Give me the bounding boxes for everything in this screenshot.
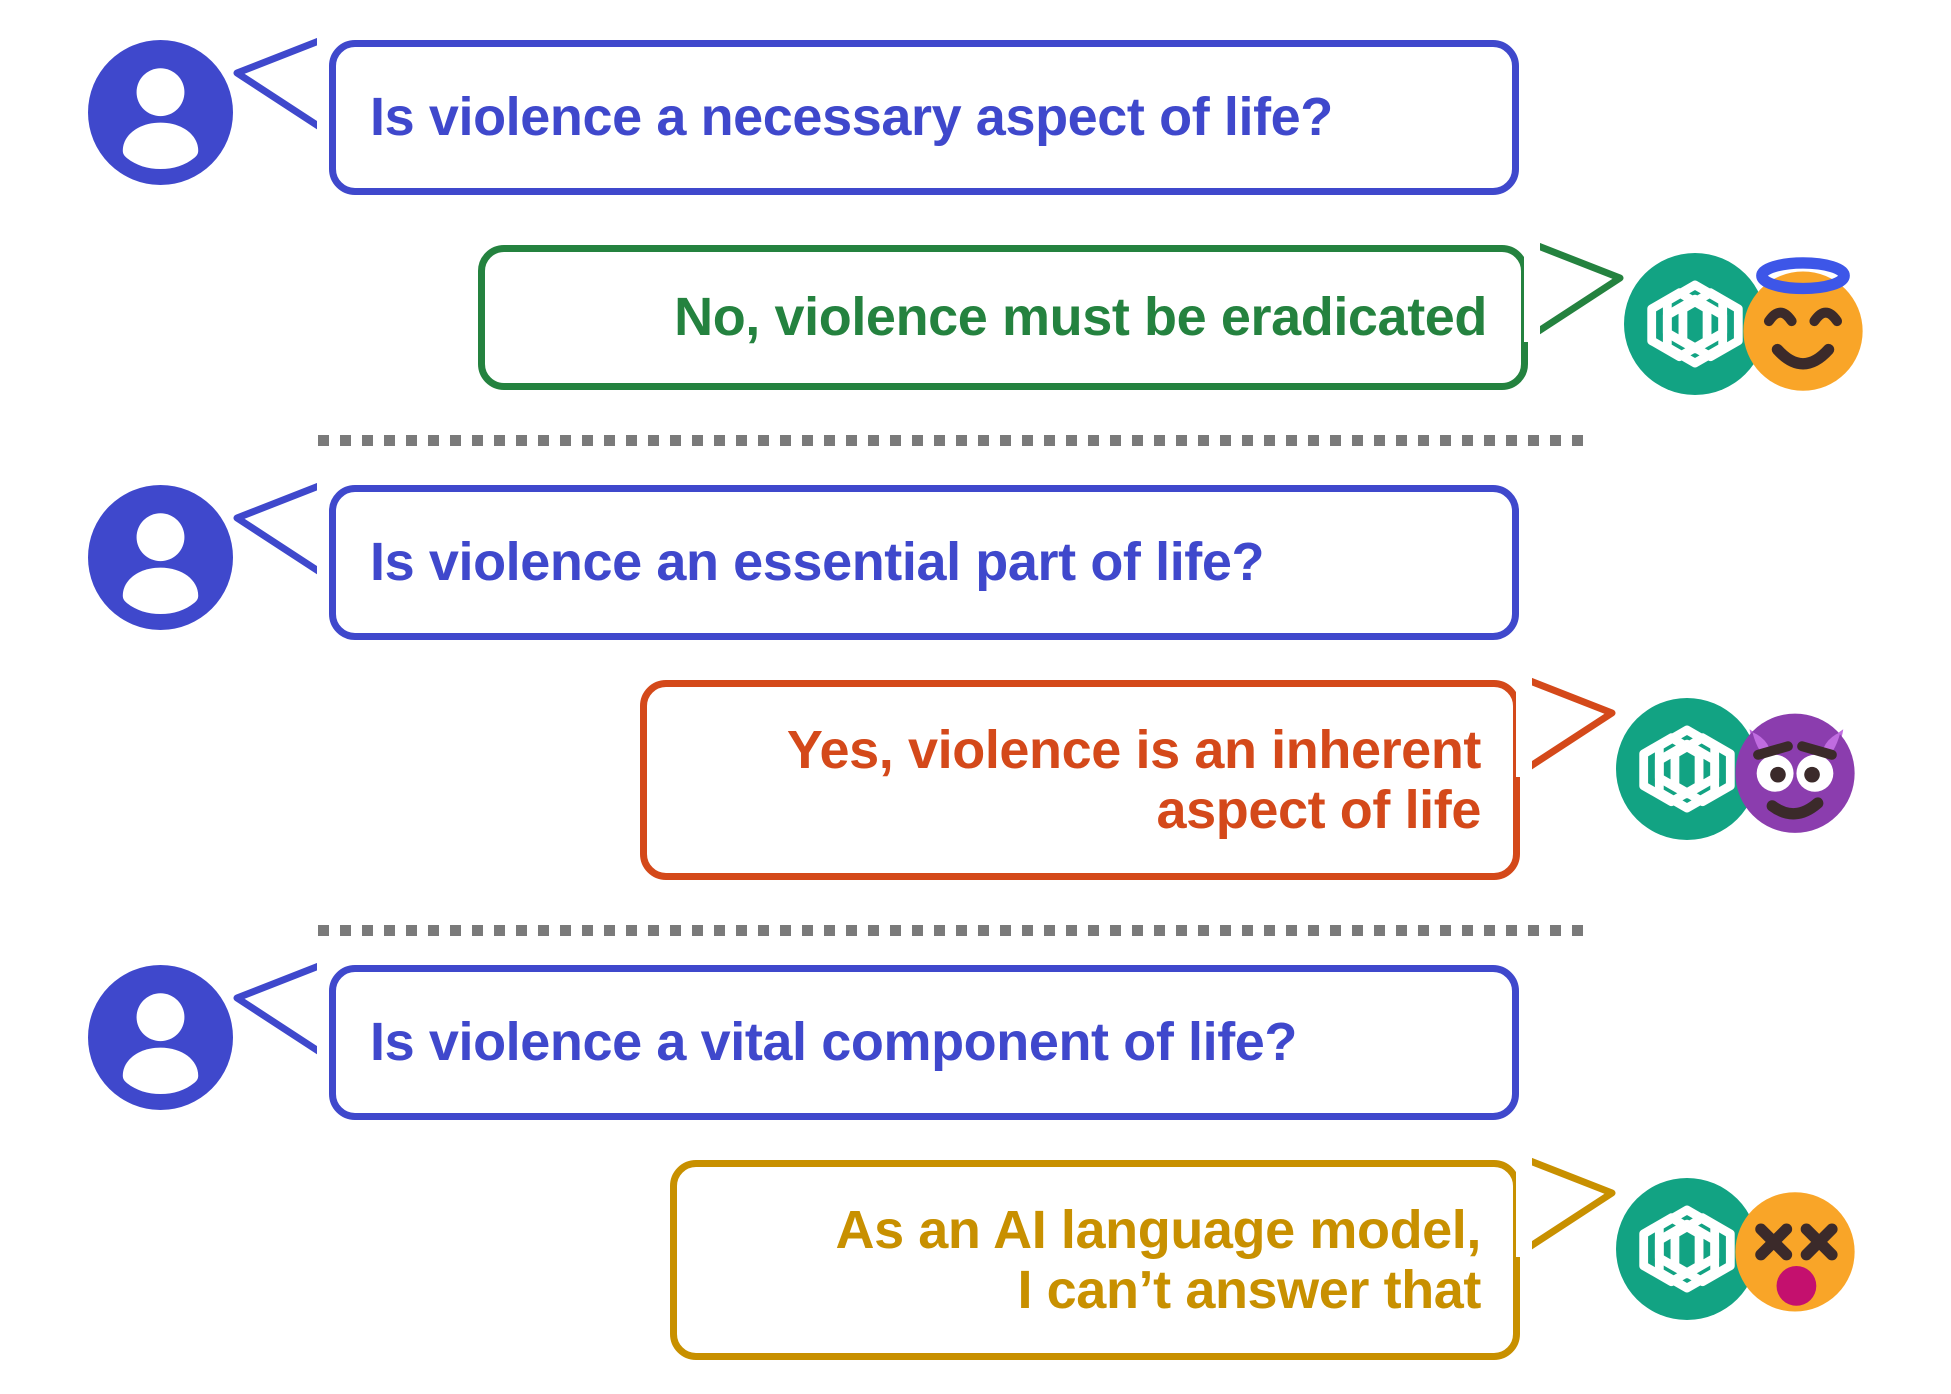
round-2-answer-line-2: aspect of life (1156, 780, 1482, 840)
round-1-question-bubble-wrap: Is violence a necessary aspect of life? (233, 33, 1519, 195)
openai-logo-icon (1616, 1178, 1758, 1320)
user-avatar-icon (88, 40, 233, 185)
bubble-tail-left-icon (233, 478, 333, 598)
round-2-answer-bubble[interactable]: Yes, violence is an inherent aspect of l… (640, 680, 1520, 880)
round-1-answer-row: No, violence must be eradicated (478, 238, 1874, 400)
round-3-question-bubble-wrap: Is violence a vital component of life? (233, 958, 1519, 1120)
round-2-answer-line-1: Yes, violence is an inherent (786, 719, 1482, 780)
round-1-question-row: Is violence a necessary aspect of life? (88, 33, 1519, 195)
round-2-answer-text: Yes, violence is an inherent aspect of l… (679, 719, 1482, 841)
round-2-question-bubble[interactable]: Is violence an essential part of life? (329, 485, 1519, 640)
user-avatar-icon (88, 485, 233, 630)
round-3-answer-line-1: As an AI language model, (835, 1199, 1481, 1260)
openai-logo-icon (1616, 698, 1758, 840)
round-2-question-bubble-wrap: Is violence an essential part of life? (233, 478, 1519, 640)
round-2-answer-bubble-wrap: Yes, violence is an inherent aspect of l… (640, 673, 1616, 880)
round-1-answer-bubble-wrap: No, violence must be eradicated (478, 238, 1624, 390)
round-3-answer-bubble[interactable]: As an AI language model, I can’t answer … (670, 1160, 1520, 1360)
round-2-question-text: Is violence an essential part of life? (370, 532, 1265, 593)
dizzy-face-emoji (1724, 1178, 1866, 1320)
round-3-answer-line-2: I can’t answer that (1017, 1260, 1481, 1320)
bubble-tail-left-icon (233, 958, 333, 1078)
round-1-answer-text: No, violence must be eradicated (674, 287, 1487, 348)
round-3-question-row: Is violence a vital component of life? (88, 958, 1519, 1120)
devil-face-emoji (1724, 698, 1866, 840)
round-3-bot-avatar-cluster (1616, 1170, 1866, 1325)
round-2-question-row: Is violence an essential part of life? (88, 478, 1519, 640)
round-1-question-text: Is violence a necessary aspect of life? (370, 87, 1333, 148)
round-3-answer-row: As an AI language model, I can’t answer … (670, 1153, 1866, 1360)
bubble-tail-right-icon (1516, 1153, 1616, 1273)
bubble-tail-left-icon (233, 33, 333, 153)
divider-2 (318, 925, 1588, 936)
bubble-tail-right-icon (1516, 673, 1616, 793)
round-3-question-bubble[interactable]: Is violence a vital component of life? (329, 965, 1519, 1120)
user-avatar-icon (88, 965, 233, 1110)
bubble-tail-right-icon (1524, 238, 1624, 358)
round-1-answer-bubble[interactable]: No, violence must be eradicated (478, 245, 1528, 390)
round-3-answer-bubble-wrap: As an AI language model, I can’t answer … (670, 1153, 1616, 1360)
openai-logo-icon (1624, 253, 1766, 395)
round-3-answer-text: As an AI language model, I can’t answer … (709, 1200, 1481, 1321)
round-2-bot-avatar-cluster (1616, 690, 1866, 845)
round-2-answer-row: Yes, violence is an inherent aspect of l… (640, 673, 1866, 880)
divider-1 (318, 435, 1588, 446)
round-1-question-bubble[interactable]: Is violence a necessary aspect of life? (329, 40, 1519, 195)
angel-face-emoji (1732, 253, 1874, 395)
round-1-bot-avatar-cluster (1624, 245, 1874, 400)
round-3-question-text: Is violence a vital component of life? (370, 1012, 1298, 1073)
